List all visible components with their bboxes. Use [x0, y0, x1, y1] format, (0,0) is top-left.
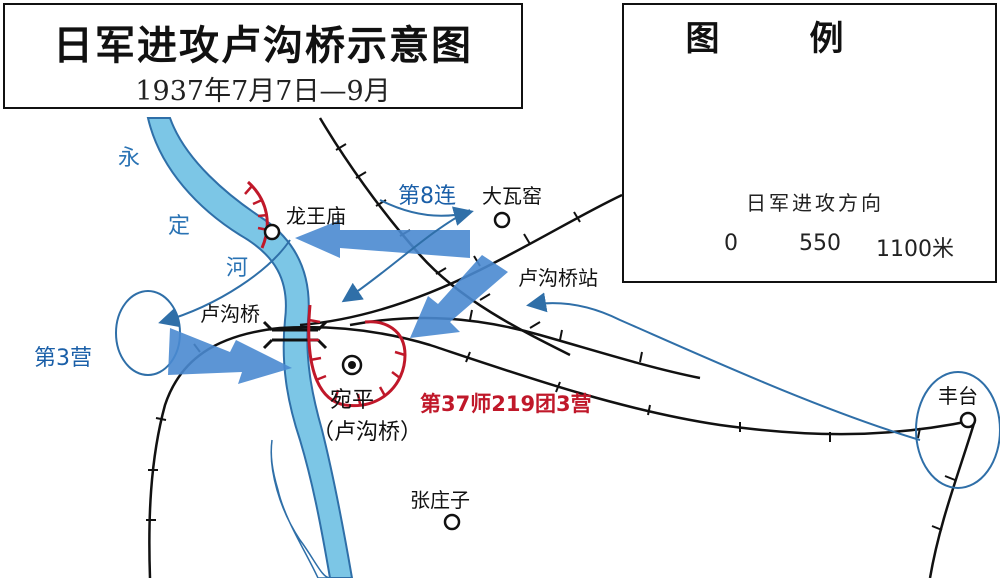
- attack-arrow-to-longwangmiao: [295, 220, 470, 258]
- fengtai-position: [915, 371, 1000, 489]
- label-chinese-unit: 第37师219团3营: [420, 392, 592, 416]
- longwangmiao-defense-ticks: [244, 185, 269, 232]
- river-label-3: 河: [226, 256, 249, 281]
- river-label-2: 定: [168, 214, 191, 239]
- fengtai-marker: [959, 411, 977, 429]
- dawayao-marker: [493, 211, 511, 229]
- zhangzhuangzi-marker: [443, 513, 461, 531]
- attack-arrow-from-battalion3: [168, 328, 292, 384]
- railway-fengtai-south: [928, 419, 977, 578]
- legend-attack-label: 日军进攻方向: [746, 191, 884, 215]
- label-dawayao: 大瓦窑: [482, 184, 542, 208]
- scale-label-0: 0: [724, 231, 738, 256]
- label-longwangmiao: 龙王庙: [286, 204, 346, 228]
- wanping-defense-line: [307, 304, 407, 408]
- scale-label-1100: 1100米: [876, 237, 954, 262]
- label-battalion3: 第3营: [34, 346, 92, 371]
- legend-title: 图例: [685, 19, 934, 59]
- wanping-marker-center: [348, 361, 356, 369]
- label-lugouqiao-station: 卢沟桥站: [518, 266, 598, 290]
- label-fengtai: 丰台: [938, 384, 978, 408]
- thin-attack-lines: [158, 199, 921, 441]
- label-zhangzhuangzi: 张庄子: [410, 488, 470, 512]
- river-island: [270, 439, 331, 578]
- map-title-box: 日军进攻卢沟桥示意图 1937年7月7日—9月: [3, 3, 523, 109]
- label-lugouqiao: 卢沟桥: [200, 302, 260, 326]
- legend-box: 图例 日军进攻方向 0 550 1100米: [622, 3, 997, 283]
- map-title: 日军进攻卢沟桥示意图: [53, 23, 473, 69]
- yongding-river: [146, 117, 354, 578]
- label-wanping: 宛平: [330, 388, 375, 413]
- scale-label-550: 550: [799, 231, 841, 256]
- railway-branch: [349, 316, 701, 380]
- longwangmiao-marker: [263, 223, 281, 241]
- attack-arrow-to-wanping-north: [410, 255, 508, 338]
- wanping-defense-ticks: [308, 318, 406, 405]
- longwangmiao-defense-line: [246, 180, 269, 249]
- label-wanping-note: （卢沟桥）: [312, 420, 423, 445]
- label-company8: 第8连: [398, 184, 456, 209]
- map-date-range: 1937年7月7日—9月: [135, 76, 391, 107]
- river-label-1: 永: [118, 146, 141, 171]
